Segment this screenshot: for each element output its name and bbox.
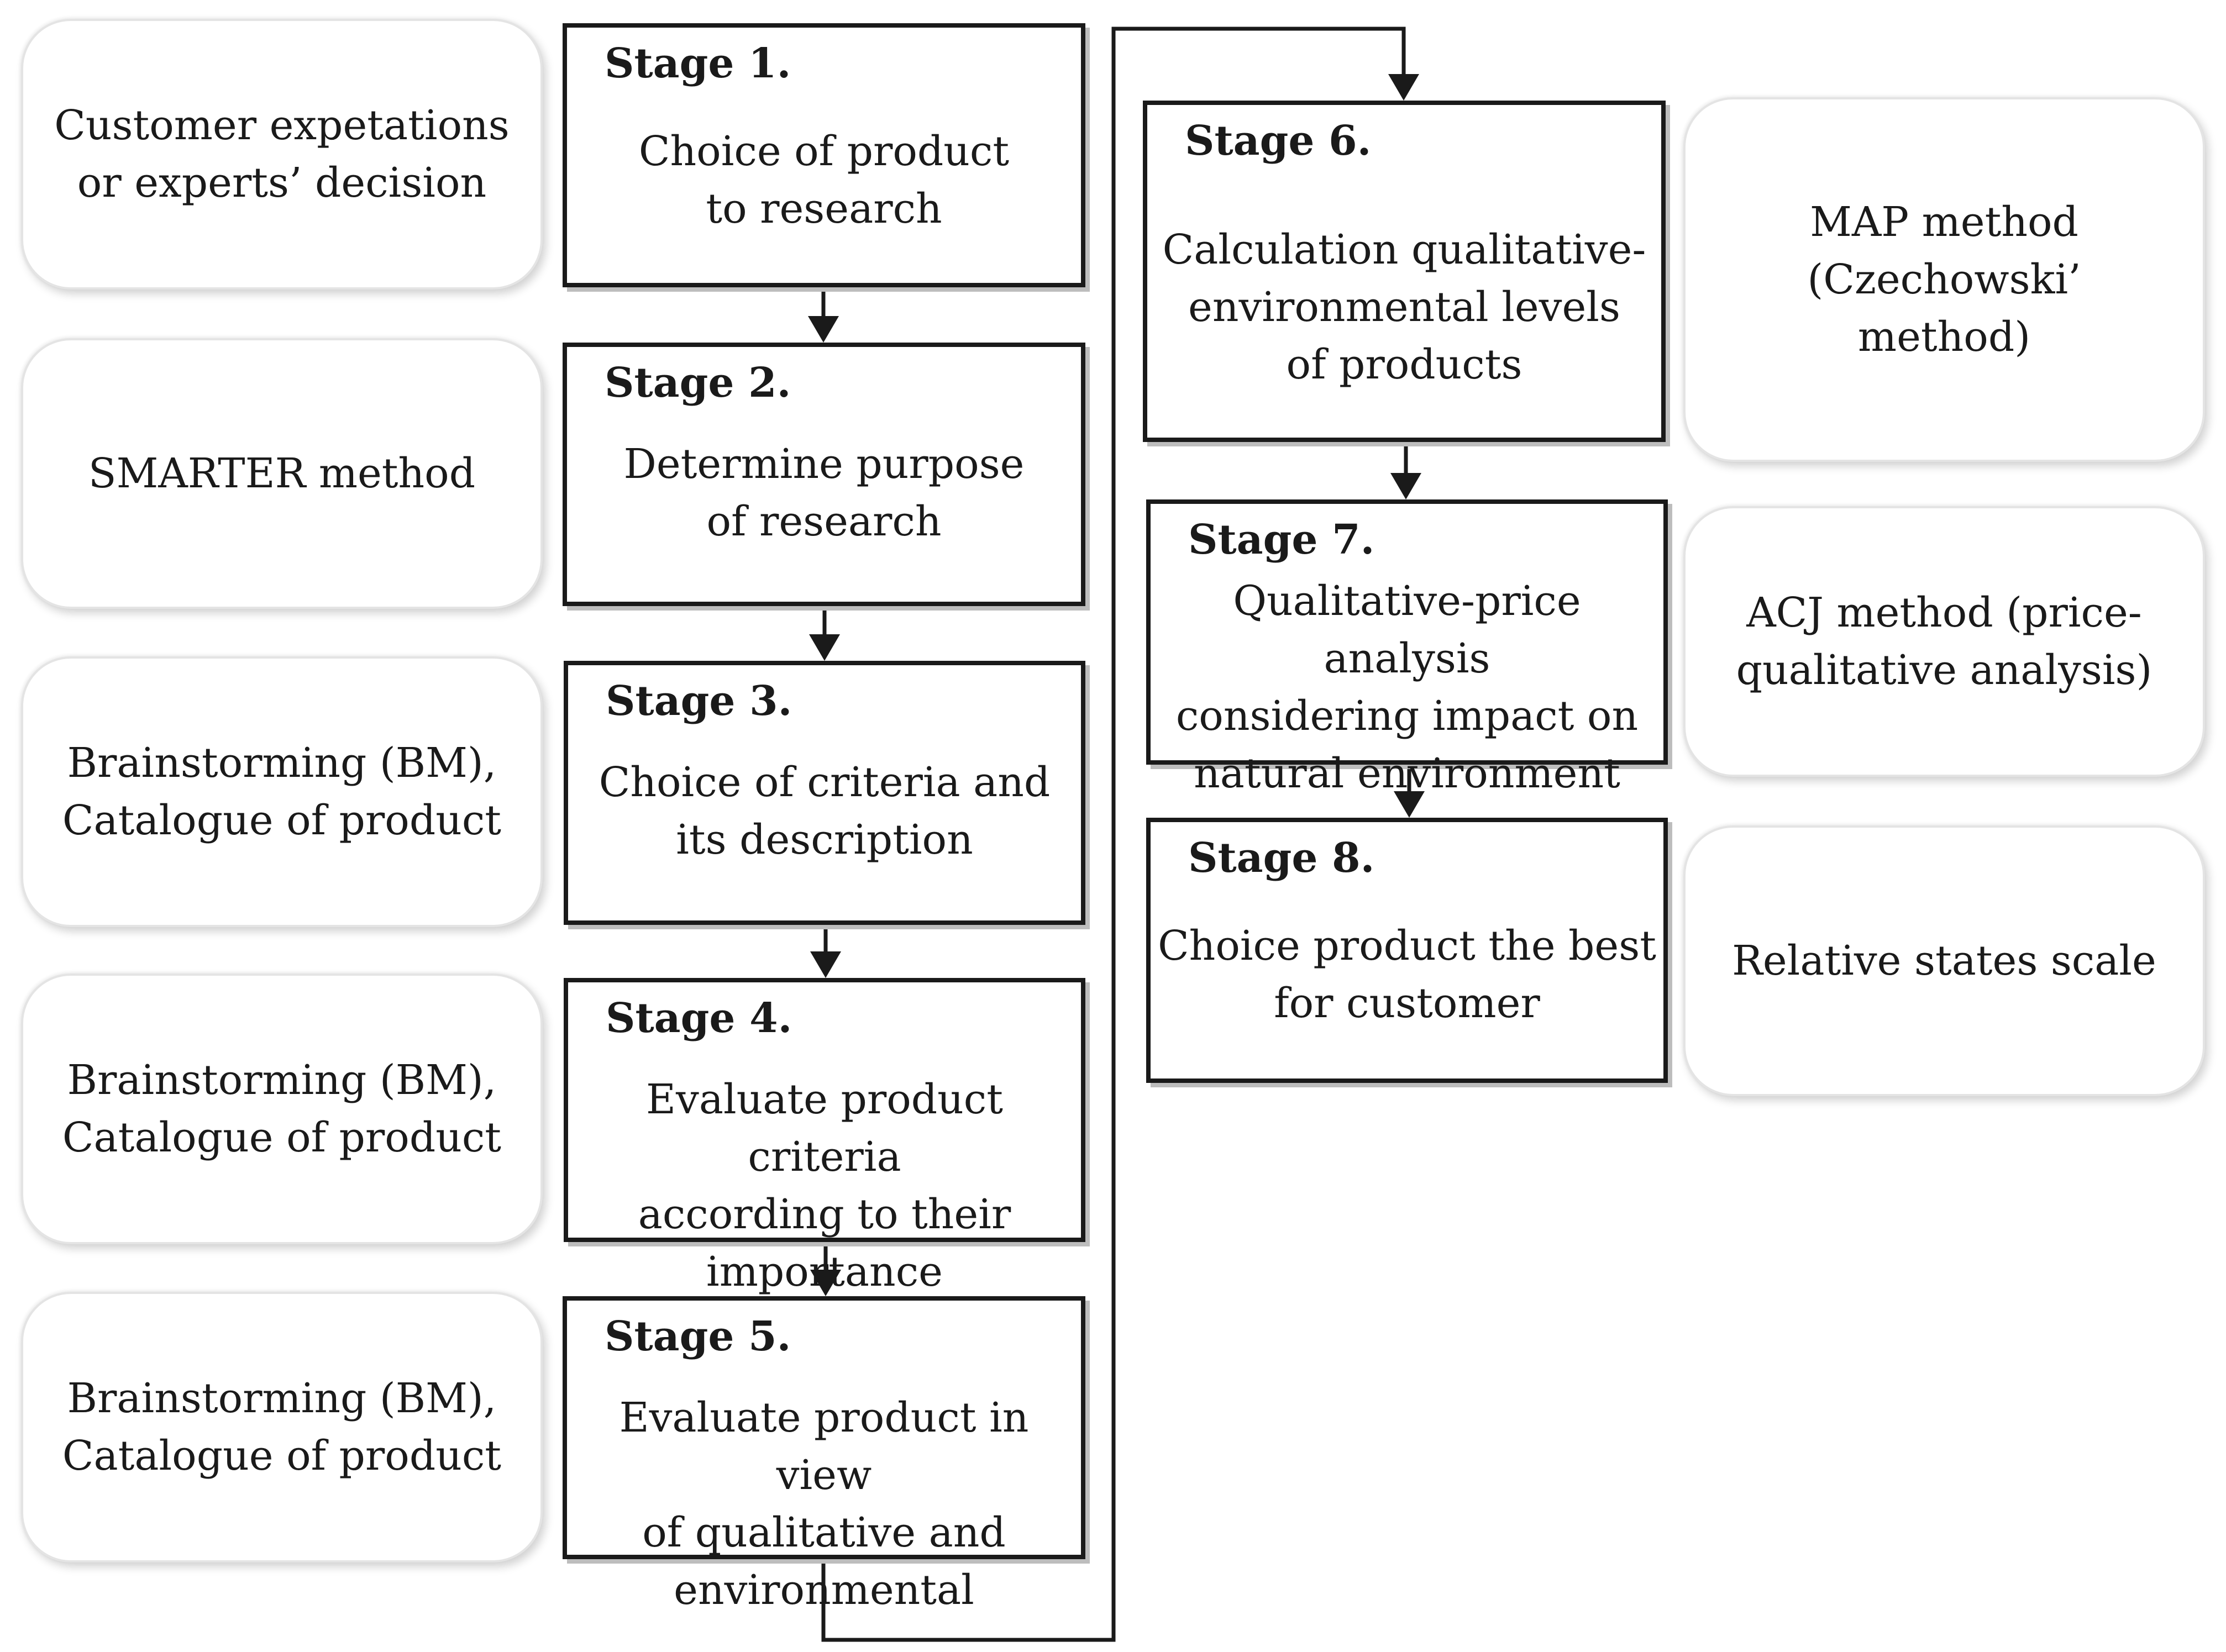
stage-box-4: Stage 4. Evaluate product criteria accor… (564, 978, 1085, 1296)
method-label: Brainstorming (BM), Catalogue of product (62, 1375, 502, 1480)
method-label: MAP method (Czechowski’ method) (1807, 198, 2081, 361)
stage-box-8: Stage 8. Choice product the best for cus… (1146, 818, 1668, 1083)
arrowhead-stage4 (810, 951, 841, 978)
stage-box-7: Stage 7. Qualitative-price analysis cons… (1146, 499, 1668, 797)
stage-title: Stage 1. (605, 40, 791, 87)
connector-stage5-to-stage6 (821, 27, 1406, 1642)
arrowhead-stage7 (1390, 473, 1421, 499)
stage-description: Calculation qualitative- environmental l… (1162, 226, 1646, 388)
stage-description: Choice product the best for customer (1158, 922, 1656, 1027)
method-label: Customer expetations or experts’ decisio… (54, 102, 510, 207)
stage-description: Qualitative-price analysis considering i… (1175, 577, 1639, 797)
method-label: Brainstorming (BM), Catalogue of product (62, 739, 502, 844)
stage-description: Evaluate product in view of qualitative … (619, 1394, 1029, 1614)
stage-title: Stage 3. (606, 677, 792, 725)
stage-title: Stage 7. (1188, 516, 1375, 564)
method-box-stage-5: Brainstorming (BM), Catalogue of product (21, 1292, 543, 1562)
stage-description: Choice of product to research (638, 128, 1010, 233)
method-box-stage-3: Brainstorming (BM), Catalogue of product (21, 656, 543, 927)
stage-title: Stage 8. (1188, 834, 1375, 882)
stage-title: Stage 4. (606, 995, 792, 1042)
method-box-stage-4: Brainstorming (BM), Catalogue of product (21, 974, 543, 1244)
arrowhead-stage3 (809, 634, 840, 661)
stage-title: Stage 5. (605, 1313, 791, 1360)
stage-description: Choice of criteria and its description (599, 759, 1051, 864)
arrowhead-stage2 (808, 316, 839, 343)
method-label: Brainstorming (BM), Catalogue of product (62, 1056, 502, 1161)
stage-description: Determine purpose of research (623, 440, 1025, 545)
method-box-stage-7: ACJ method (price- qualitative analysis) (1683, 506, 2205, 777)
stage-box-6: Stage 6. Calculation qualitative- enviro… (1143, 101, 1666, 442)
arrowhead-stage6 (1388, 74, 1419, 101)
method-label: Relative states scale (1732, 937, 2156, 985)
method-label: ACJ method (price- qualitative analysis) (1736, 589, 2152, 694)
method-label: SMARTER method (88, 450, 476, 497)
stage-box-5: Stage 5. Evaluate product in view of qua… (563, 1296, 1085, 1614)
stage-box-3: Stage 3. Choice of criteria and its desc… (564, 661, 1085, 925)
stage-box-2: Stage 2. Determine purpose of research (563, 343, 1085, 606)
method-box-stage-2: SMARTER method (21, 338, 543, 609)
method-box-stage-1: Customer expetations or experts’ decisio… (21, 19, 543, 290)
arrowhead-stage5 (810, 1270, 841, 1296)
stage-title: Stage 6. (1185, 117, 1372, 165)
stage-description: Evaluate product criteria according to t… (638, 1076, 1011, 1296)
stage-title: Stage 2. (605, 359, 791, 407)
method-box-stage-6: MAP method (Czechowski’ method) (1683, 97, 2205, 462)
arrowhead-stage8 (1394, 791, 1425, 818)
method-box-stage-8: Relative states scale (1683, 825, 2205, 1096)
stage-box-1: Stage 1. Choice of product to research (563, 23, 1085, 287)
